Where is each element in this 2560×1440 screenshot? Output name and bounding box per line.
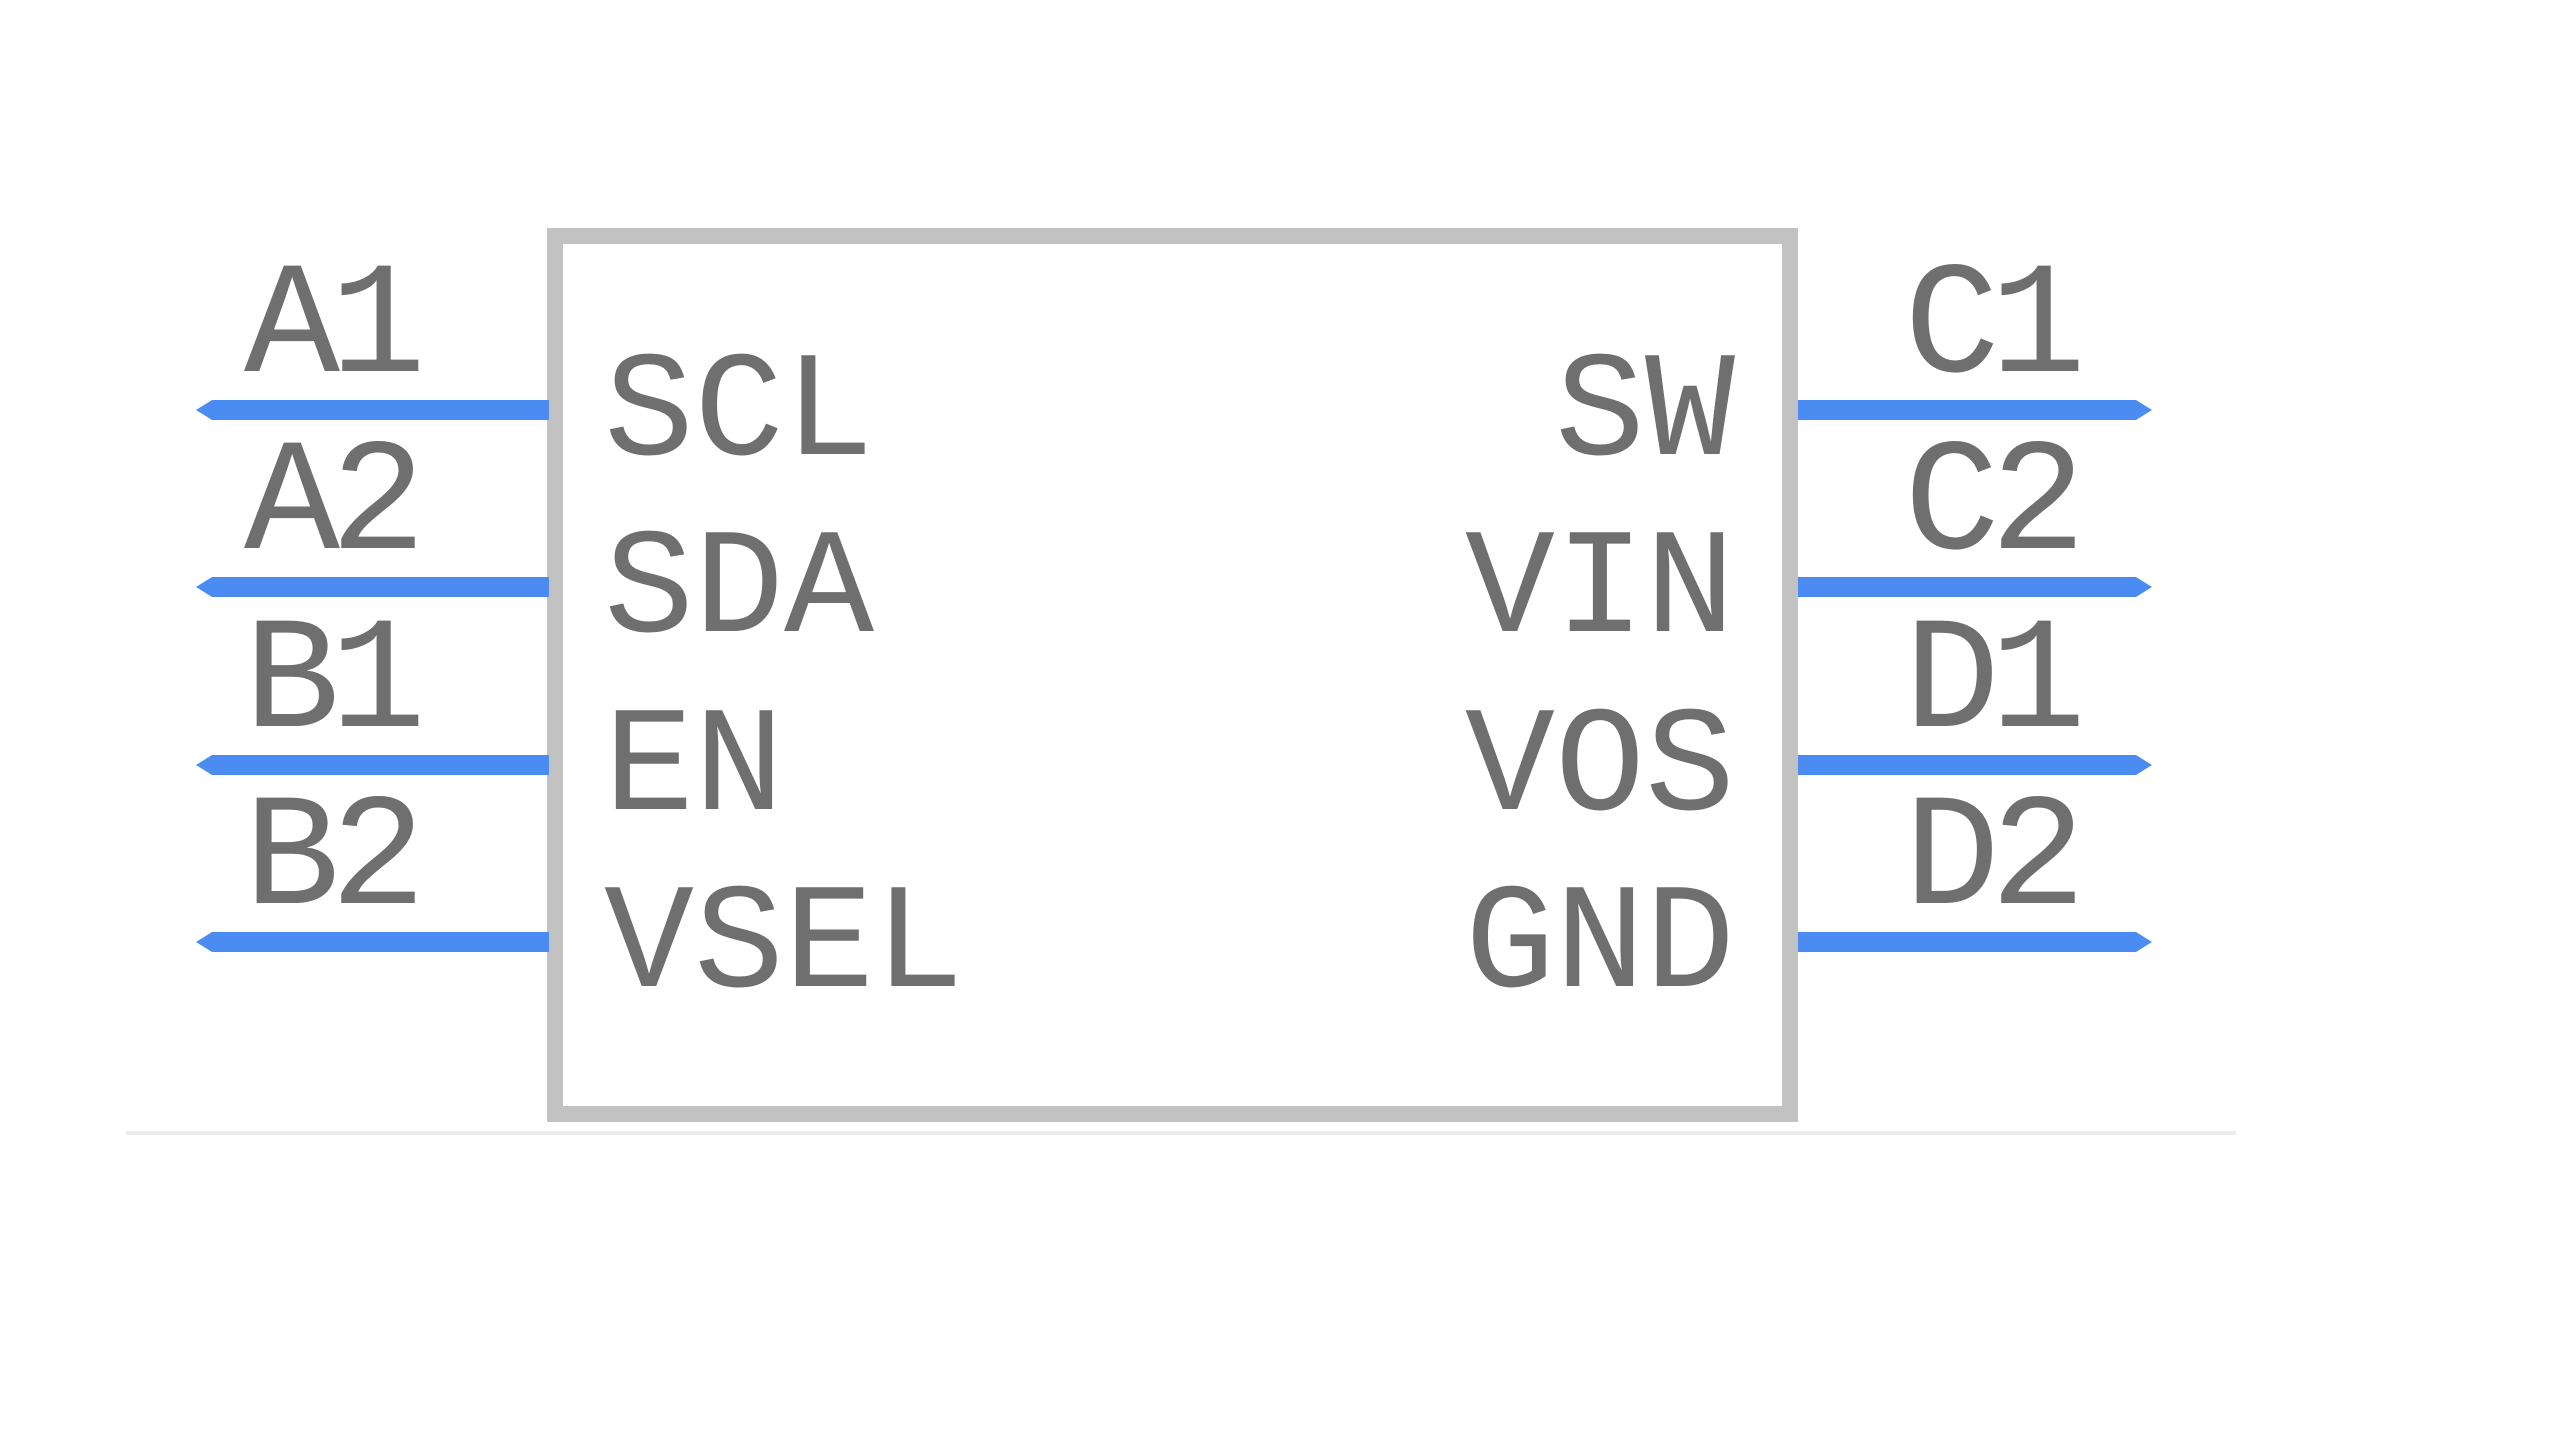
symbol-body: [547, 228, 1798, 1122]
pin-line: [196, 400, 549, 420]
pin-name: VIN: [1464, 507, 1735, 677]
pin-line: [1798, 755, 2152, 775]
pin-designator: D1: [1903, 594, 2086, 775]
pin-designator: A2: [243, 416, 426, 597]
pin-name: GND: [1464, 862, 1735, 1032]
pin-designator: C2: [1903, 416, 2086, 597]
pin-line: [196, 755, 549, 775]
pin-line: [1798, 577, 2152, 597]
pin-name: SDA: [604, 507, 875, 677]
pin-line: [1798, 932, 2152, 952]
pin-name: VSEL: [604, 862, 965, 1032]
pin-line: [196, 577, 549, 597]
pin-designator: B1: [243, 594, 426, 775]
pin-designator: C1: [1903, 239, 2086, 420]
pin-name: SCL: [604, 330, 875, 500]
pin-line: [196, 932, 549, 952]
pin-line: [1798, 400, 2152, 420]
pin-name: EN: [604, 685, 785, 855]
pin-designator: B2: [243, 771, 426, 952]
pin-designator: A1: [243, 239, 426, 420]
pin-designator: D2: [1903, 771, 2086, 952]
page-divider-line: [126, 1131, 2236, 1135]
pin-name: SW: [1554, 330, 1735, 500]
pin-name: VOS: [1464, 685, 1735, 855]
